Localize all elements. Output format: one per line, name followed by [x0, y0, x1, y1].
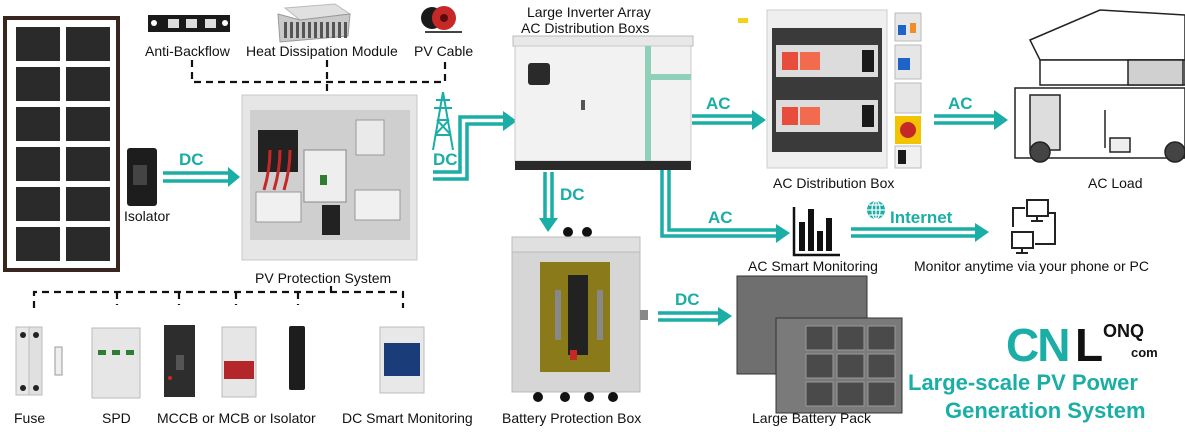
brand-cn: CN	[1006, 319, 1070, 371]
heat-dissipation-label: Heat Dissipation Module	[246, 43, 398, 59]
solar-cell	[66, 227, 110, 261]
battery-module	[867, 353, 896, 379]
inverter-cabinet	[512, 35, 694, 170]
pv-protection-box	[241, 94, 418, 261]
pv-cable-label: PV Cable	[414, 43, 474, 59]
mccb-icon	[164, 325, 195, 397]
fuse-label: Fuse	[14, 410, 46, 426]
heat-sink-fin	[338, 22, 341, 38]
heat-sink-fin	[290, 22, 293, 38]
solar-cell	[16, 107, 60, 141]
anti-backflow-icon	[148, 15, 230, 32]
solar-cell	[16, 27, 60, 61]
battery-protection-box-icon	[511, 227, 648, 402]
flow-label-dc-battery-pack: DC	[675, 290, 700, 309]
solar-cell	[16, 67, 60, 101]
globe-icon	[867, 200, 885, 220]
network-computers-icon	[1011, 199, 1056, 254]
battery-module	[805, 381, 834, 407]
mccb-label: MCCB or MCB or Isolator	[157, 410, 316, 426]
heat-sink-fin	[344, 22, 347, 38]
ac-distribution-label: AC Distribution Box	[773, 175, 895, 191]
inverter-label-line1: Large Inverter Array	[527, 4, 651, 20]
solar-panel-icon	[3, 16, 120, 272]
brand-onq: ONQ	[1103, 321, 1145, 341]
battery-pack-label: Large Battery Pack	[752, 410, 872, 426]
pv-cable-icon	[421, 6, 462, 33]
remote-monitor-label: Monitor anytime via your phone or PC	[914, 258, 1149, 274]
battery-module	[867, 325, 896, 351]
solar-cell	[66, 107, 110, 141]
spd-icon	[91, 327, 141, 399]
system-title-line1: Large-scale PV Power	[908, 370, 1138, 395]
bar-chart-icon	[792, 207, 840, 257]
heat-sink-fin	[284, 22, 287, 38]
heat-sink-fin	[302, 22, 305, 38]
mcb-icon	[221, 326, 257, 398]
house-icon	[1014, 9, 1185, 163]
isolator-label: Isolator	[124, 208, 170, 224]
solar-cell	[66, 187, 110, 221]
dc-smart-monitoring-label: DC Smart Monitoring	[342, 410, 473, 426]
battery-module	[805, 325, 834, 351]
spd-label: SPD	[102, 410, 131, 426]
dc-isolator-icon	[289, 326, 305, 390]
ac-distribution-box-icon	[738, 9, 922, 169]
battery-protection-label: Battery Protection Box	[502, 410, 642, 426]
bottom-dashed-connector	[32, 286, 405, 308]
brand-com: com	[1131, 345, 1158, 360]
transmission-tower-icon	[432, 91, 454, 151]
battery-module	[836, 381, 865, 407]
anti-backflow-label: Anti-Backflow	[145, 43, 230, 59]
brand-l: L	[1075, 319, 1104, 371]
inverter-label-line2: AC Distribution Boxs	[521, 20, 650, 36]
solar-cell	[66, 67, 110, 101]
heat-sink-fin	[308, 22, 311, 38]
solar-cell	[66, 27, 110, 61]
heat-sink-fin	[296, 22, 299, 38]
pv-protection-label: PV Protection System	[255, 270, 392, 286]
heat-sink-fin	[332, 22, 335, 38]
battery-module	[867, 381, 896, 407]
flow-label-dc-protection: DC	[179, 150, 204, 169]
heat-sink-fin	[320, 22, 323, 38]
solar-cell	[16, 227, 60, 261]
flow-label-ac-distribution: AC	[706, 94, 731, 113]
solar-cell	[16, 187, 60, 221]
flow-label-ac-monitoring: AC	[708, 208, 733, 227]
heat-sink-fin	[326, 22, 329, 38]
solar-cell	[66, 147, 110, 181]
flow-label-dc-tower: DC	[433, 150, 458, 169]
ac-monitoring-label: AC Smart Monitoring	[748, 258, 878, 274]
battery-module	[836, 325, 865, 351]
isolator-icon	[127, 148, 157, 206]
battery-module	[836, 353, 865, 379]
ac-load-label: AC Load	[1088, 175, 1143, 191]
solar-cell	[16, 147, 60, 181]
system-title-line2: Generation System	[945, 398, 1146, 423]
battery-module	[805, 353, 834, 379]
dc-smart-monitor-icon	[379, 326, 425, 394]
flow-label-internet: Internet	[890, 208, 953, 227]
heat-sink-icon	[277, 3, 352, 43]
flow-label-dc-battery-box: DC	[560, 185, 585, 204]
flow-arrows	[163, 110, 1008, 326]
heat-sink-fin	[314, 22, 317, 38]
top-dashed-connector	[190, 60, 447, 96]
flow-label-ac-load: AC	[948, 94, 973, 113]
battery-pack-icon	[736, 275, 903, 414]
fuse-holder-icon	[15, 326, 63, 396]
